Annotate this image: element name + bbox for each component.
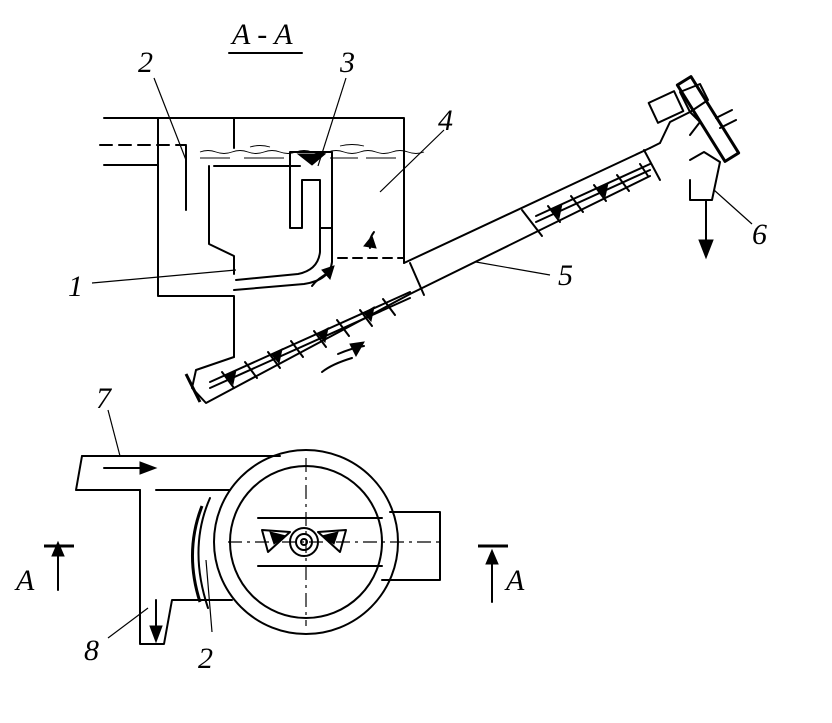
label-1: 1: [68, 270, 83, 303]
label-8: 8: [84, 634, 99, 667]
label-cut-left: A: [14, 564, 35, 597]
label-2-top: 2: [138, 46, 153, 79]
section-title-group: A - A: [228, 18, 303, 54]
plan-view: [44, 449, 508, 645]
label-5: 5: [558, 259, 573, 292]
label-6: 6: [752, 218, 767, 251]
label-4: 4: [438, 104, 453, 137]
settling-tank: [99, 117, 425, 358]
leader-lines: [91, 77, 753, 639]
label-2-bottom: 2: [198, 642, 213, 675]
section-title: A - A: [230, 18, 293, 51]
label-cut-right: A: [504, 564, 525, 597]
label-7: 7: [96, 382, 113, 415]
label-3: 3: [339, 46, 355, 79]
screw-conveyor: [184, 75, 741, 404]
